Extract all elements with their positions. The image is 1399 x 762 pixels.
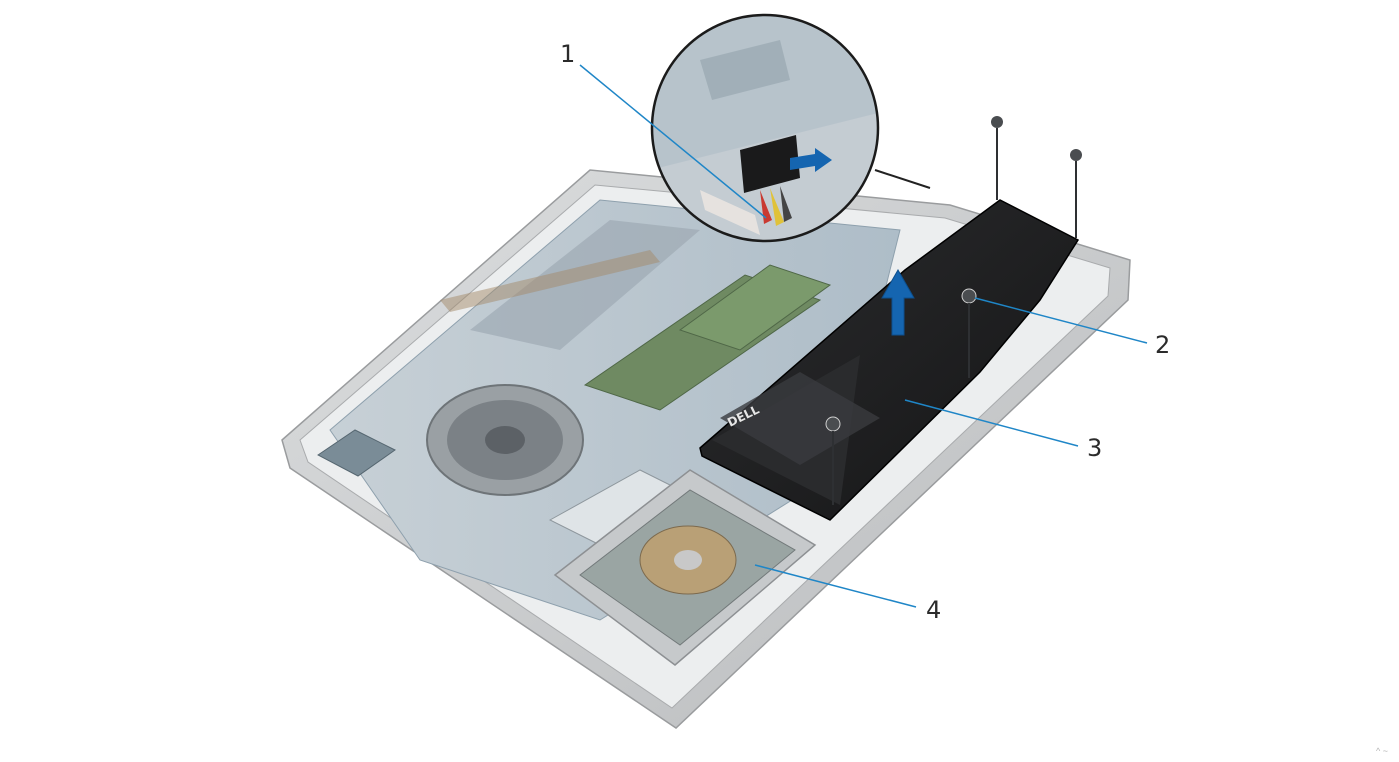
hard-drive-assembly [553,469,817,666]
cooling-fan [426,384,584,496]
callout-2: 2 [1155,331,1171,359]
callout-4: 4 [926,596,942,624]
connector-magnifier [650,13,931,243]
corner-mark: ^ ~ [1376,746,1388,756]
leader-line-3 [904,399,1079,447]
lift-arrow [881,268,915,336]
screw [961,288,977,378]
leader-line-1 [579,64,767,219]
screws [825,116,1082,505]
leader-line-4 [754,564,917,608]
disconnect-arrow [790,148,832,172]
callout-3: 3 [1087,434,1103,462]
battery-connector [740,135,800,193]
wireless-card [317,429,396,477]
screw [825,416,841,505]
screw [991,116,1003,200]
screw [1070,149,1082,238]
callout-1: 1 [560,40,576,68]
leader-line-2 [974,297,1148,344]
battery: DELL [699,199,1080,521]
leader-lines [579,64,1148,608]
memory-modules [583,264,832,411]
